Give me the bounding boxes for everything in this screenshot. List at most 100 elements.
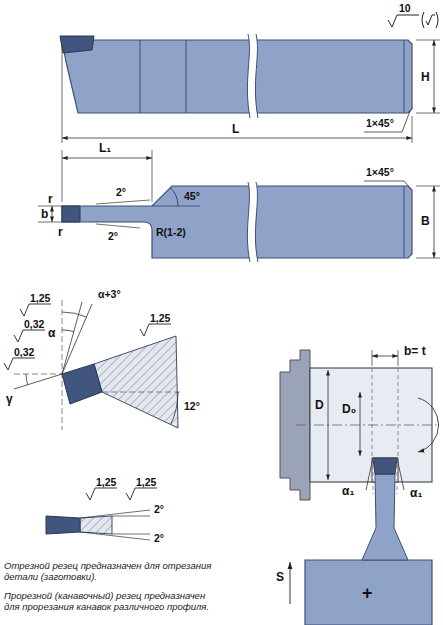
radius-label: R(1-2) — [156, 226, 186, 239]
dimension-label: D₀ — [342, 402, 356, 416]
label-text: 0,32 — [24, 318, 44, 330]
roughness-mark — [422, 12, 438, 28]
angle-label: 12° — [184, 400, 200, 413]
label-text: 1,25 — [150, 312, 170, 324]
dimension-line — [52, 206, 53, 222]
rotation-arrow — [418, 398, 439, 452]
carbide-tip — [46, 516, 80, 534]
label-text: b= t — [404, 344, 426, 358]
side-view — [60, 34, 440, 143]
label-text: 12° — [184, 400, 200, 412]
dimension-label: L₁ — [99, 141, 111, 155]
radius-label: r — [58, 225, 63, 239]
dimension-line — [360, 392, 361, 456]
dimension-line — [372, 356, 398, 357]
edge-line — [404, 186, 405, 258]
roughness-value: 1,25 — [150, 312, 170, 325]
label-text: 2° — [154, 532, 164, 544]
angle-label: 2° — [154, 503, 164, 516]
angle-arc — [170, 188, 178, 206]
extension-line — [62, 40, 440, 143]
note-text: Прорезной (канавочный) резец предназначе… — [4, 590, 218, 613]
machining-scheme — [280, 350, 440, 625]
dimension-label: L — [232, 122, 239, 136]
label-text: H — [421, 70, 430, 84]
dimension-label: H — [421, 70, 430, 84]
dimension-line — [328, 370, 329, 480]
label-text: + — [362, 583, 373, 603]
label-text: L — [232, 122, 239, 136]
blade-section — [46, 488, 157, 540]
dimension-line — [434, 40, 435, 113]
label-text: b — [41, 207, 48, 221]
angle-label: α+3° — [98, 288, 121, 301]
label-text: 2° — [108, 230, 118, 242]
carbide-tip — [62, 364, 102, 404]
label-text: 1×45° — [366, 117, 394, 129]
reference-line — [152, 206, 200, 207]
taper-line — [96, 200, 150, 228]
label-text: 2° — [116, 186, 126, 198]
angle-line — [366, 458, 404, 490]
leader-line — [364, 111, 410, 132]
roughness-mark — [4, 304, 171, 370]
roughness-value: 0,32 — [24, 318, 44, 331]
label-text: 1×45° — [366, 166, 394, 178]
label-text: 1,25 — [136, 476, 156, 488]
label-text: 45° — [184, 190, 200, 202]
extension-line — [62, 150, 152, 202]
carbide-tip — [62, 206, 80, 222]
label-text: Отрезной резец предназначен для отрезани… — [4, 560, 211, 582]
tool-body — [62, 40, 412, 113]
reference-line — [14, 300, 180, 430]
dimension-label: D — [315, 398, 324, 412]
feed-label: S — [276, 570, 284, 584]
extension-line — [38, 206, 62, 222]
plan-view — [38, 150, 440, 262]
dimension-line — [62, 138, 412, 139]
label-text: 1,25 — [96, 476, 116, 488]
roughness-value: 1,25 — [96, 476, 116, 489]
label-text: 10 — [399, 2, 411, 14]
break-line — [247, 34, 258, 118]
label-text: D — [315, 398, 324, 412]
note-text: Отрезной резец предназначен для отрезани… — [4, 560, 218, 583]
label-text: S — [276, 570, 284, 584]
roughness-mark — [388, 15, 419, 27]
label-text: B — [421, 214, 430, 228]
feed-arrow — [290, 562, 291, 604]
chamfer-label: 1×45° — [366, 117, 394, 130]
angle-label: α₁ — [342, 484, 354, 498]
reference-line — [373, 458, 397, 494]
roughness-value: 10 — [399, 2, 411, 15]
chamfer-label: 1×45° — [366, 166, 394, 179]
roughness-value: 1,25 — [136, 476, 156, 489]
angle-label: 2° — [116, 186, 126, 199]
carbide-tip — [373, 458, 397, 474]
label-text: 2° — [154, 503, 164, 515]
label-text: r — [58, 225, 63, 239]
angle-label: 2° — [108, 230, 118, 243]
roughness-mark — [86, 488, 157, 500]
extension-line — [372, 350, 398, 366]
angle-label: 2° — [154, 532, 164, 545]
label-text: L₁ — [99, 141, 111, 155]
angle-arc — [26, 312, 178, 425]
dimension-line — [434, 186, 435, 258]
roughness-sign — [388, 12, 438, 28]
label-text: D₀ — [342, 402, 356, 416]
dimension-label: b — [41, 207, 48, 221]
label-text: α₁ — [342, 484, 354, 498]
dimension-label: b= t — [404, 344, 426, 358]
roughness-value: 1,25 — [30, 292, 50, 305]
label-text: α — [48, 326, 55, 340]
angle-label: α₁ — [410, 486, 422, 500]
label-text: α₁ — [410, 486, 422, 500]
carbide-tip — [60, 36, 94, 53]
tool-blade — [362, 474, 408, 560]
angle-label: α — [48, 326, 55, 340]
edge-line — [140, 40, 404, 113]
label-text: r — [48, 192, 53, 206]
